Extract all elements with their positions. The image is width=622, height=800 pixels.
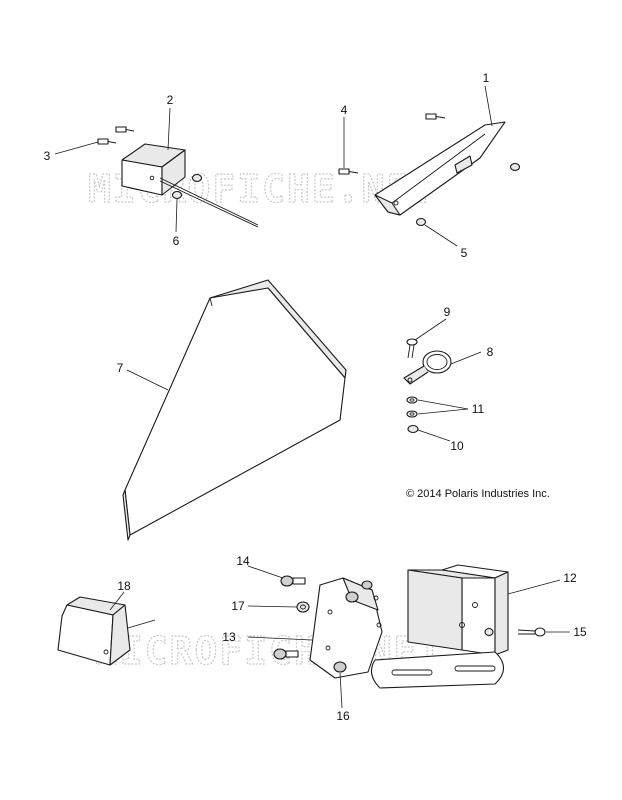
callout-9: 9 (444, 305, 451, 319)
part-10-nut (407, 424, 419, 434)
callout-3: 3 (44, 149, 51, 163)
part-16-nuts (333, 580, 373, 673)
part-4-screws (338, 113, 446, 175)
callout-labels: 1 2 3 4 5 6 7 8 9 10 11 12 13 14 15 16 1… (44, 71, 587, 723)
part-6-nuts (171, 173, 203, 200)
callout-10: 10 (450, 439, 464, 453)
part-14-bolt (280, 575, 306, 587)
part-11-washers (406, 396, 418, 418)
callout-8: 8 (487, 345, 494, 359)
callout-2: 2 (167, 93, 174, 107)
part-13-plate (309, 577, 383, 679)
callout-11: 11 (472, 402, 485, 416)
callout-12: 12 (563, 571, 577, 585)
callout-7: 7 (117, 361, 124, 375)
part-8-clamp (403, 350, 452, 385)
part-17-washer (296, 601, 310, 613)
copyright-notice: © 2014 Polaris Industries Inc. (406, 488, 550, 500)
part-1-reflector (374, 121, 506, 216)
callout-1: 1 (483, 71, 490, 85)
callout-14: 14 (236, 554, 250, 568)
part-5-nuts (415, 162, 521, 227)
callout-4: 4 (341, 103, 348, 117)
leader-lines (54, 85, 570, 709)
part-18-tail-light (57, 596, 156, 666)
part-7-panel (122, 279, 347, 541)
part-3-screws (97, 126, 135, 145)
callout-17: 17 (231, 599, 245, 613)
callout-15: 15 (573, 625, 587, 639)
callout-13: 13 (222, 630, 236, 644)
callout-6: 6 (173, 234, 180, 248)
callout-16: 16 (336, 709, 350, 723)
part-9-screw (406, 338, 418, 359)
part-13-bolt (273, 648, 299, 660)
callout-18: 18 (117, 579, 131, 593)
callout-5: 5 (461, 246, 468, 260)
part-2-switch-box (121, 143, 259, 228)
part-15-screw (484, 627, 546, 637)
part-12-bracket (370, 564, 509, 689)
